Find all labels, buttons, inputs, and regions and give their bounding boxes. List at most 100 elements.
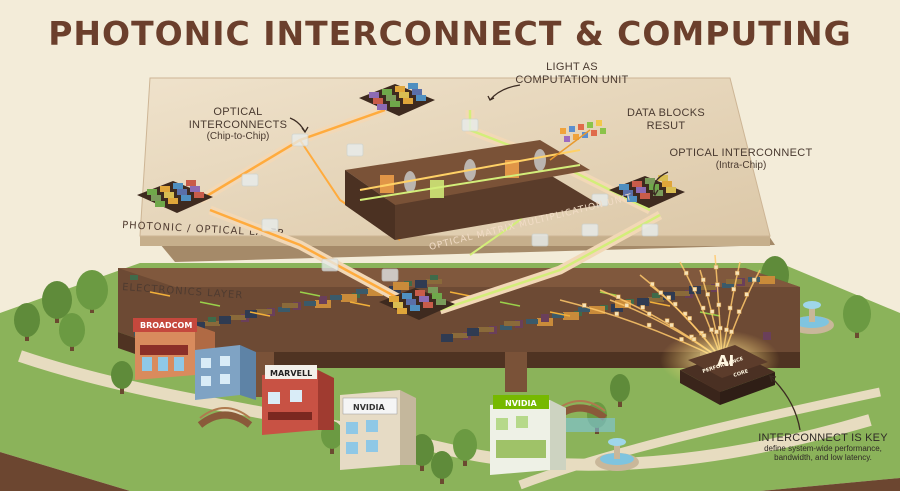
chip-tile	[390, 101, 400, 107]
electronic-component	[282, 303, 298, 308]
chip-tile	[412, 89, 422, 95]
chip-tile	[173, 183, 183, 189]
chip-tile	[397, 308, 407, 314]
tree	[453, 429, 477, 466]
electronic-component	[245, 310, 257, 318]
chip-tile	[155, 201, 165, 207]
chip-tile	[662, 181, 672, 187]
building-nvidia-1	[340, 390, 416, 470]
tree	[111, 361, 133, 394]
building-nvidia-2	[490, 395, 566, 475]
callout-line1: define system-wide performance,	[764, 444, 882, 453]
chip-tile	[403, 98, 413, 104]
ai-performance-core	[660, 330, 780, 405]
chip-tile	[623, 190, 633, 196]
electronic-component	[208, 317, 216, 322]
electronic-component	[552, 313, 564, 318]
electronic-component	[330, 295, 342, 300]
electronic-component	[674, 291, 690, 296]
electronic-component	[637, 298, 649, 306]
chip-tile	[415, 290, 425, 296]
tree	[14, 303, 40, 341]
trace	[249, 311, 271, 317]
electronic-component	[615, 300, 631, 308]
chip-cluster	[359, 83, 435, 116]
electronic-component	[304, 301, 316, 306]
chip-tile	[168, 198, 178, 204]
building-blue	[195, 345, 256, 400]
chip-tile	[666, 187, 676, 193]
callout-line1: LIGHT AS	[546, 61, 598, 73]
chip-tile	[395, 86, 405, 92]
chip-tile	[190, 186, 200, 192]
data-blocks-arrow	[549, 129, 591, 161]
bridge-left	[197, 407, 253, 428]
chip-cluster	[137, 180, 213, 213]
chip-tile	[619, 184, 629, 190]
data-blocks	[560, 120, 606, 142]
electronic-component	[341, 294, 357, 302]
junction-block	[531, 233, 549, 247]
electronic-component	[541, 314, 549, 322]
fountain-right	[790, 301, 834, 334]
callout-label: INTERCONNECT IS KEY	[758, 432, 888, 444]
trace	[549, 311, 571, 317]
tree	[76, 270, 108, 313]
electronic-component	[319, 296, 327, 304]
callout-sublabel: (Intra-Chip)	[715, 159, 767, 171]
junction-block	[241, 173, 259, 187]
chip-tile	[402, 293, 412, 299]
chip-tile	[393, 302, 403, 308]
building-marvell	[262, 365, 334, 435]
electronic-component	[722, 283, 734, 288]
chip-tile	[408, 83, 418, 89]
chip-tile	[416, 95, 426, 101]
electronic-component	[356, 289, 368, 294]
chip-tile	[423, 302, 433, 308]
electronic-component	[504, 321, 520, 326]
electronic-component	[467, 328, 479, 336]
electronic-component	[204, 321, 220, 326]
core-label-core: CORE	[733, 368, 750, 379]
callout-line1: DATA BLOCKS	[626, 107, 706, 119]
junction-block	[291, 133, 309, 147]
data-cube	[569, 126, 575, 132]
junction-block	[641, 223, 659, 237]
chip-tile	[653, 190, 663, 196]
chip-tile	[432, 293, 442, 299]
trace	[449, 291, 471, 297]
electronic-component	[415, 280, 427, 288]
data-cube	[582, 132, 588, 138]
electronic-component	[648, 297, 664, 302]
electronic-component	[430, 275, 438, 280]
page-title: PHOTONIC INTERCONNECT & COMPUTING	[48, 14, 852, 53]
chip-tile	[164, 192, 174, 198]
electronic-component	[726, 279, 742, 284]
callout-line2: RESUT	[646, 119, 686, 132]
nvidia-sign-2: NVIDIA	[505, 399, 537, 408]
callout-data-blocks: DATA BLOCKS RESUT	[618, 107, 714, 132]
junction-block	[581, 223, 599, 237]
chip-tile	[406, 299, 416, 305]
chip-tile	[410, 305, 420, 311]
callout-sublabel: (Chip-to-Chip)	[206, 131, 270, 143]
chip-tile	[645, 178, 655, 184]
data-cube	[587, 122, 593, 128]
chip-tile	[373, 98, 383, 104]
fountain-bottom	[595, 438, 639, 471]
chip-tile	[389, 296, 399, 302]
callout-arrows	[289, 84, 801, 431]
chip-tile	[186, 180, 196, 186]
electronic-component	[367, 288, 383, 296]
tree	[42, 281, 72, 323]
data-cube	[560, 128, 566, 134]
broadcom-sign: BROADCOM	[140, 321, 192, 330]
chip-tile	[382, 89, 392, 95]
callout-label: OPTICAL INTERCONNECTS	[188, 106, 288, 131]
chip-tile	[369, 92, 379, 98]
chip-tile	[194, 192, 204, 198]
callout-line2: bandwidth, and low latency.	[774, 453, 872, 463]
data-cube	[564, 136, 570, 142]
nvidia-sign-1: NVIDIA	[353, 403, 385, 412]
